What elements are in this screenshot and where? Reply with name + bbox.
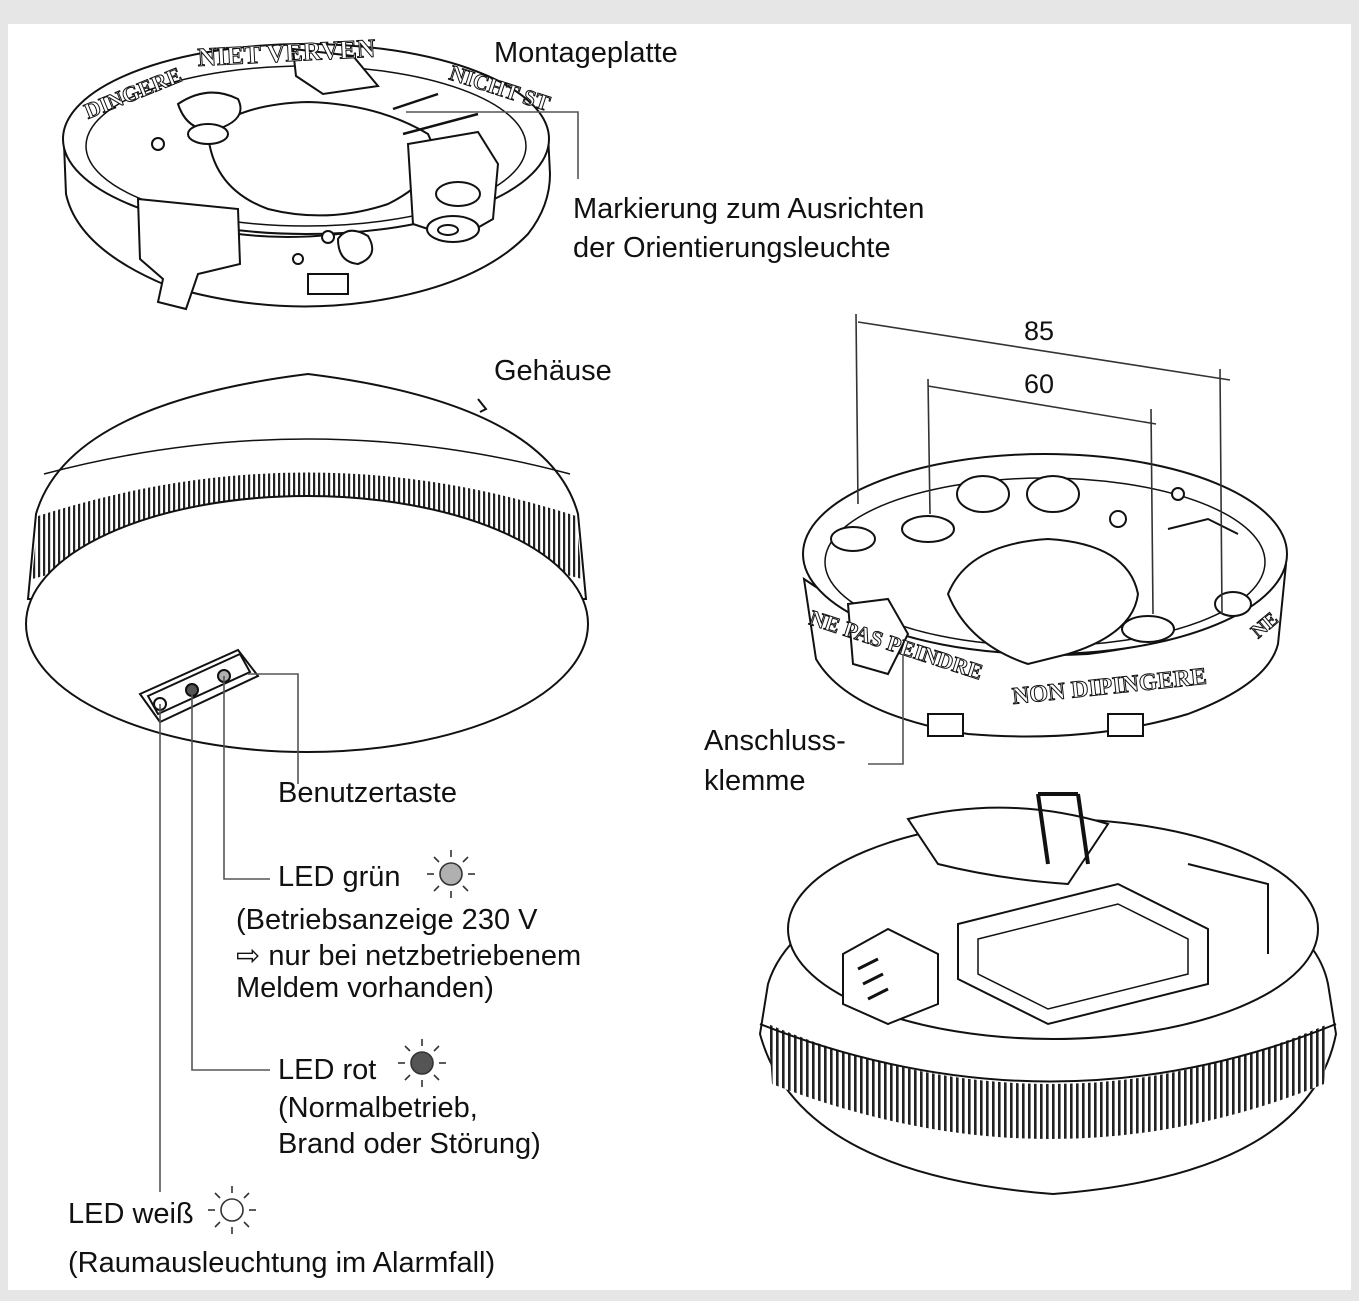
led-green-icon — [439, 862, 463, 886]
label-gehaeuse: Gehäuse — [494, 355, 612, 387]
label-anschluss-line1: Anschluss- — [704, 725, 846, 757]
label-led-gruen-desc-line1: (Betriebsanzeige 230 V — [236, 904, 538, 936]
mounting-plate-side — [802, 453, 1288, 738]
device-illustration: DINGERE NIET VERVEN NICHT ST NE — [25, 33, 1338, 1234]
label-dimension-85: 85 — [1024, 316, 1055, 346]
label-markierung-line2: der Orientierungsleuchte — [573, 232, 891, 264]
led-red-icon — [410, 1051, 434, 1075]
label-led-rot: LED rot — [278, 1054, 377, 1086]
led-red-symbol — [398, 1039, 446, 1087]
label-montageplatte: Montageplatte — [494, 37, 678, 69]
leader-lines — [159, 111, 904, 1192]
label-markierung-line1: Markierung zum Ausrichten — [573, 193, 925, 225]
label-led-gruen-desc-line3: Meldem vorhanden) — [236, 972, 494, 1004]
label-benutzertaste: Benutzertaste — [278, 777, 457, 809]
led-white-symbol — [208, 1186, 256, 1234]
led-white-icon — [220, 1198, 244, 1222]
dimension-lines — [855, 313, 1231, 615]
label-dimension-60: 60 — [1024, 369, 1055, 399]
label-anschluss-line2: klemme — [704, 765, 806, 797]
label-led-gruen: LED grün — [278, 861, 401, 893]
led-green-symbol — [427, 850, 475, 898]
label-led-rot-desc-line1: (Normalbetrieb, — [278, 1092, 478, 1124]
label-led-rot-desc-line2: Brand oder Störung) — [278, 1128, 541, 1160]
mounting-plate-top — [62, 43, 552, 311]
housing-detector — [25, 372, 589, 753]
housing-open-view — [758, 792, 1338, 1196]
label-led-weiss: LED weiß — [68, 1198, 194, 1230]
diagram-frame: DINGERE NIET VERVEN NICHT ST NE — [8, 24, 1351, 1290]
label-led-gruen-desc-line2: ⇨ nur bei netzbetriebenem — [236, 940, 582, 972]
label-led-weiss-desc: (Raumausleuchtung im Alarmfall) — [68, 1247, 496, 1279]
